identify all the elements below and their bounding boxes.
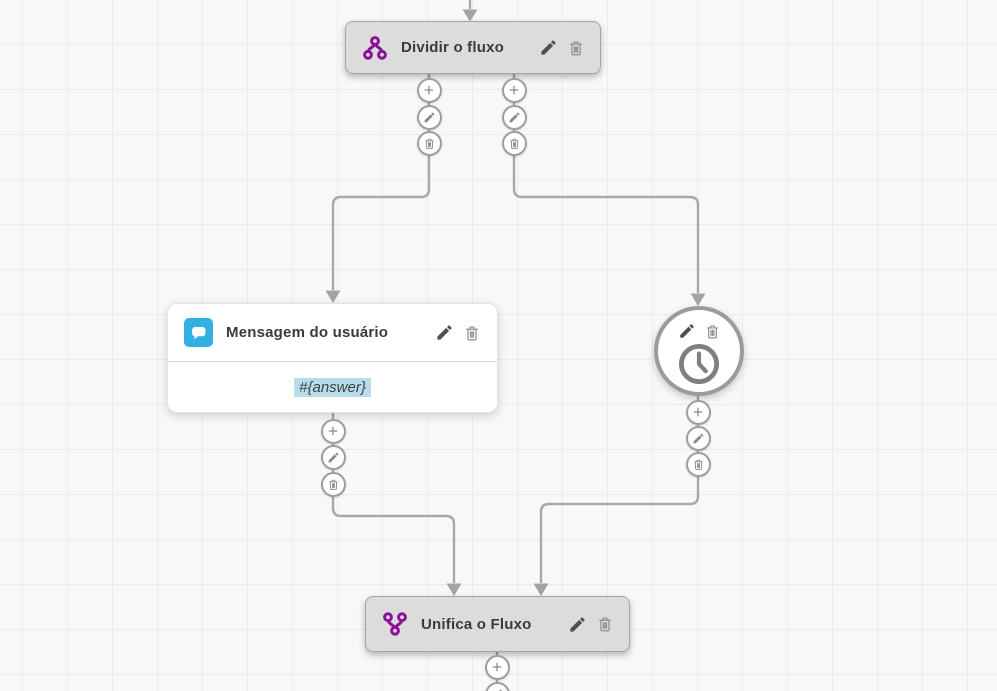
trash-icon[interactable] <box>463 324 481 342</box>
add-step-button[interactable] <box>685 399 711 425</box>
trash-icon[interactable] <box>704 323 721 340</box>
connector-split-left-branch <box>331 74 431 290</box>
arrowhead-into-merge-right <box>533 583 549 596</box>
pencil-icon[interactable] <box>539 38 558 57</box>
user-message-node[interactable]: Mensagem do usuário #{answer} <box>167 303 498 413</box>
pencil-icon[interactable] <box>568 615 587 634</box>
split-flow-node[interactable]: Dividir o fluxo <box>345 21 601 74</box>
delete-connection-button[interactable] <box>320 471 346 497</box>
add-step-button[interactable] <box>501 77 527 103</box>
split-branch-icon <box>361 34 389 62</box>
add-step-button[interactable] <box>484 654 510 680</box>
pencil-icon[interactable] <box>435 323 454 342</box>
chat-bubble-icon <box>184 318 213 347</box>
user-message-node-header: Mensagem do usuário <box>168 304 497 362</box>
arrowhead-into-merge-left <box>446 583 462 596</box>
pencil-icon[interactable] <box>678 322 696 340</box>
timer-node-actions <box>678 322 721 340</box>
timer-node[interactable] <box>654 306 744 396</box>
split-node-actions <box>539 38 585 57</box>
user-message-node-body: #{answer} <box>168 362 497 413</box>
merge-flow-node[interactable]: Unifica o Fluxo <box>365 596 630 652</box>
connector-split-right-branch <box>512 74 700 293</box>
delete-connection-button[interactable] <box>685 451 711 477</box>
add-step-button[interactable] <box>320 418 346 444</box>
arrowhead-into-user-message-node <box>325 290 341 303</box>
arrowhead-into-timer-node <box>690 293 706 306</box>
merge-flow-node-title: Unifica o Fluxo <box>421 615 532 633</box>
edit-connection-button[interactable] <box>320 444 346 470</box>
connector-user-message-to-merge <box>331 413 456 583</box>
delete-connection-button[interactable] <box>501 130 527 156</box>
user-message-node-title: Mensagem do usuário <box>226 324 389 341</box>
merge-branch-icon <box>381 610 409 638</box>
add-step-button[interactable] <box>416 77 442 103</box>
edit-connection-button[interactable] <box>416 104 442 130</box>
edit-connection-button[interactable] <box>501 104 527 130</box>
arrowhead-into-split-node <box>462 9 478 22</box>
user-message-node-actions <box>435 323 481 342</box>
answer-variable-chip[interactable]: #{answer} <box>294 378 371 397</box>
trash-icon[interactable] <box>596 615 614 633</box>
merge-node-actions <box>568 615 614 634</box>
split-flow-node-title: Dividir o fluxo <box>401 39 505 56</box>
delete-connection-button[interactable] <box>416 130 442 156</box>
trash-icon[interactable] <box>567 39 585 57</box>
edit-connection-button[interactable] <box>685 425 711 451</box>
connector-timer-to-merge <box>539 396 700 583</box>
clock-icon <box>676 341 722 387</box>
